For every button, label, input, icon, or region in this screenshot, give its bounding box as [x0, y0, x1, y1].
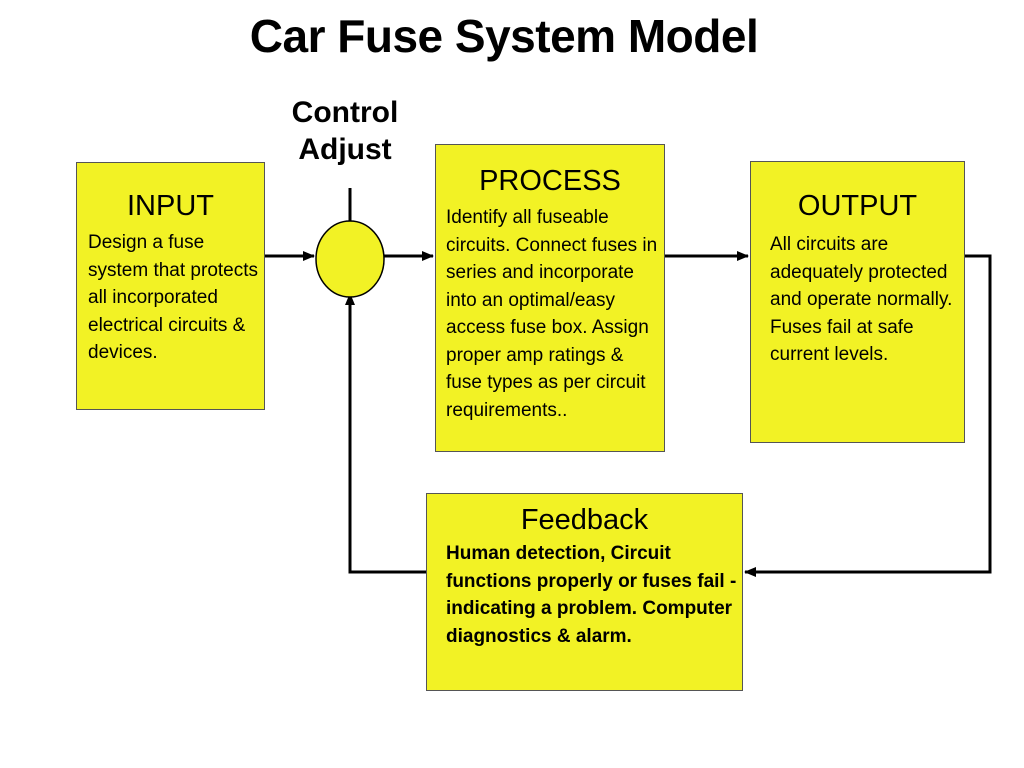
- output-box: OUTPUT All circuits are adequately prote…: [750, 161, 965, 443]
- control-label-line1: Control: [291, 96, 399, 129]
- output-description: All circuits are adequately protected an…: [770, 234, 953, 365]
- input-description: Design a fuse system that protects all i…: [88, 232, 259, 363]
- input-heading: INPUT: [127, 190, 214, 222]
- feedback-description: Human detection, Circuit functions prope…: [446, 543, 737, 647]
- process-description: Identify all fuseable circuits. Connect …: [446, 207, 658, 421]
- input-box: INPUT Design a fuse system that protects…: [76, 162, 265, 410]
- feedback-heading: Feedback: [520, 504, 649, 536]
- feedback-box: Feedback Human detection, Circuit functi…: [426, 493, 743, 691]
- control-label-line2: Adjust: [298, 133, 392, 166]
- summing-node: [315, 220, 385, 298]
- output-to-feedback-arrow: [744, 254, 992, 577]
- feedback-to-node-arrow: [345, 293, 426, 574]
- control-adjust-label: Control Adjust: [270, 94, 420, 168]
- diagram-title: Car Fuse System Model: [249, 10, 759, 62]
- process-box: PROCESS Identify all fuseable circuits. …: [435, 144, 665, 452]
- output-heading: OUTPUT: [797, 190, 918, 222]
- process-heading: PROCESS: [479, 165, 621, 197]
